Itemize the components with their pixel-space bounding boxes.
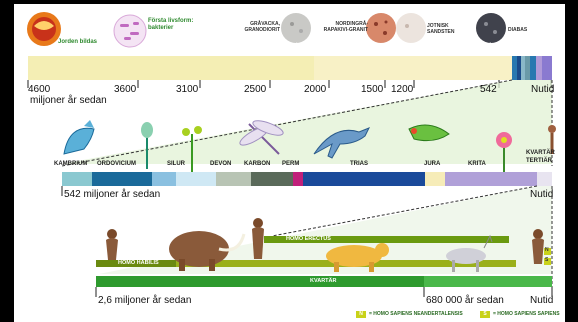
trilobite-icon xyxy=(64,120,94,154)
homo-erectus-label: HOMO ERECTUS xyxy=(286,237,331,243)
t1-tick-2000: 2000 xyxy=(304,85,326,95)
legend-text-n: = HOMO SAPIENS NEANDERTALENSIS xyxy=(369,312,463,317)
t1-tick-nutid: Nutid xyxy=(531,85,554,95)
timeline1-bar xyxy=(28,56,552,80)
period-karbon: KARBON xyxy=(244,161,270,167)
period-tertiar: TERTIÄR xyxy=(526,158,552,164)
period-kvartar: KVARTÄR xyxy=(526,150,555,156)
t1-tick-3600: 3600 xyxy=(114,85,136,95)
bacteria-icon xyxy=(114,15,146,47)
period-devon: DEVON xyxy=(210,161,231,167)
timeline1-ticks xyxy=(28,80,551,88)
period-trias: TRIAS xyxy=(350,161,368,167)
rock-granite-icon xyxy=(366,13,396,43)
period-kambrium: KAMBRIUM xyxy=(54,161,87,167)
legend-text-s: = HOMO SAPIENS SAPIENS xyxy=(493,312,560,317)
period-ordovicium: ORDOVICIUM xyxy=(97,161,136,167)
t2-caption: 542 miljoner år sedan xyxy=(64,190,160,200)
timeline2-bar xyxy=(62,172,552,186)
kvartar-label: KVARTÄR xyxy=(310,279,336,285)
rock-label-sandstone: JOTNISK SANDSTEN xyxy=(427,24,467,35)
first-life-label: Första livsform: bakterier xyxy=(148,18,206,32)
figure-canvas: Jorden bildas Första livsform: bakterier… xyxy=(14,4,565,322)
rock-sandstone-icon xyxy=(396,13,426,43)
homo-habilis-figure xyxy=(106,229,118,260)
t3-end-label: Nutid xyxy=(530,296,553,306)
period-jura: JURA xyxy=(424,161,440,167)
earth-icon xyxy=(27,12,61,46)
t1-tick-4600: 4600 xyxy=(28,85,50,95)
t1-caption: miljoner år sedan xyxy=(30,96,107,106)
t2-end-label: Nutid xyxy=(530,190,553,200)
earth-label: Jorden bildas xyxy=(58,39,97,45)
t1-tick-542: 542 xyxy=(480,85,497,95)
rock-diabase-icon xyxy=(476,13,506,43)
t3-caption: 2,6 miljoner år sedan xyxy=(98,296,191,306)
marker-n: N xyxy=(545,248,549,253)
t1-tick-1200: 1200 xyxy=(391,85,413,95)
legend-key-n: N xyxy=(356,311,366,318)
modern-human-figure xyxy=(532,229,544,264)
period-krita: KRITA xyxy=(468,161,486,167)
rock-label-diabase: DIABAS xyxy=(508,28,527,33)
period-silur: SILUR xyxy=(167,161,185,167)
t1-tick-1500: 1500 xyxy=(361,85,383,95)
marker-s: S xyxy=(545,258,548,263)
rock-label-graywacke: GRÅVACKA, GRANODIORIT xyxy=(220,22,280,33)
rock-label-granite: NORDINGRÅ-RAPAKIVI-GRANIT xyxy=(318,22,368,33)
homo-erectus-figure xyxy=(252,218,264,259)
t3-mid-label: 680 000 år sedan xyxy=(426,296,504,306)
period-perm: PERM xyxy=(282,161,299,167)
legend-key-s: S xyxy=(480,311,490,318)
t1-tick-2500: 2500 xyxy=(244,85,266,95)
homo-habilis-label: HOMO HABILIS xyxy=(118,261,159,267)
t1-tick-3100: 3100 xyxy=(176,85,198,95)
rock-graywacke-icon xyxy=(281,13,311,43)
